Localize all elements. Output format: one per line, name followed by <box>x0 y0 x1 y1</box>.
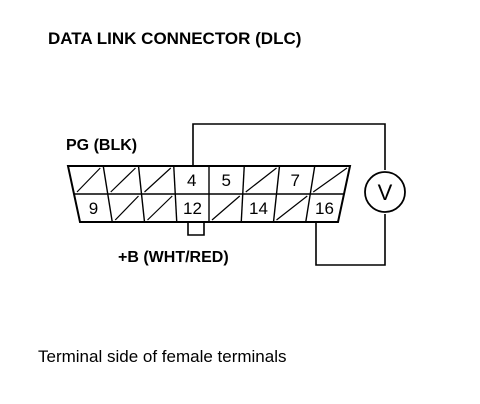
pin-4: 4 <box>187 171 196 190</box>
cell-divider <box>107 193 113 223</box>
plus-b-label: +B (WHT/RED) <box>118 249 229 266</box>
jumper-pin12 <box>187 222 205 236</box>
voltmeter-symbol: V <box>378 180 393 205</box>
pg-ground-label: PG (BLK) <box>66 137 137 154</box>
wire-pin4-to-meter <box>192 123 386 170</box>
pin-16: 16 <box>315 199 334 218</box>
caption: Terminal side of female terminals <box>38 347 286 366</box>
cell-divider <box>137 165 143 195</box>
empty-slot-mark <box>147 195 173 221</box>
pin-9: 9 <box>89 199 98 218</box>
cell-divider <box>174 193 178 223</box>
cell-divider <box>272 193 278 223</box>
empty-slot-mark <box>110 167 136 193</box>
cell-divider <box>173 165 176 195</box>
empty-slot-mark <box>114 195 139 221</box>
diagram-title: DATA LINK CONNECTOR (DLC) <box>48 29 301 48</box>
pin-5: 5 <box>222 171 231 190</box>
connector-grid: 4 5 7 9 12 14 16 <box>74 165 348 223</box>
voltmeter-icon <box>364 171 406 213</box>
empty-slot-mark <box>276 195 308 221</box>
empty-slot-mark <box>312 167 348 193</box>
wire-meter-to-pin16 <box>315 214 386 266</box>
cell-divider <box>140 193 146 223</box>
cell-divider <box>240 193 244 223</box>
pin-7: 7 <box>291 171 300 190</box>
cell-divider <box>102 165 109 195</box>
empty-slot-mark <box>245 167 277 193</box>
cell-divider <box>305 193 311 223</box>
cell-divider <box>309 165 316 195</box>
empty-slot-mark <box>211 195 241 221</box>
empty-slot-mark <box>76 167 101 193</box>
cell-divider <box>242 165 245 195</box>
cell-divider <box>275 165 281 195</box>
pin-12: 12 <box>183 199 202 218</box>
empty-slot-mark <box>144 167 172 193</box>
pin-14: 14 <box>249 199 268 218</box>
